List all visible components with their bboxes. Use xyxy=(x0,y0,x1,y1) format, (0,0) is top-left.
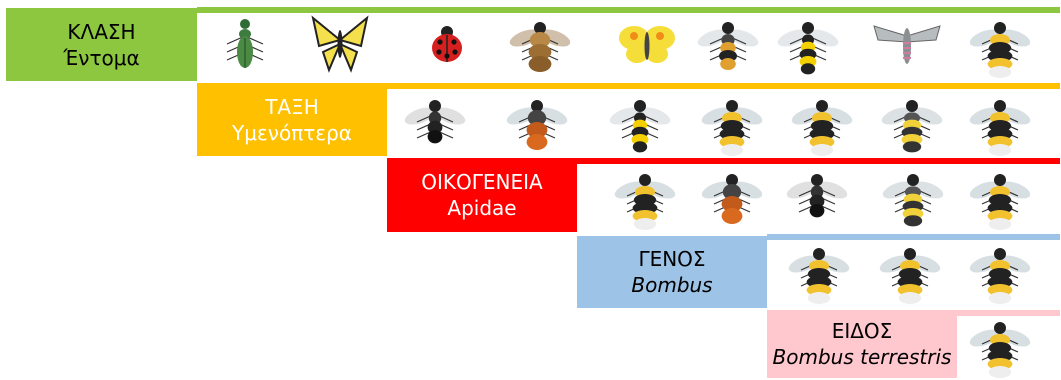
bumblebee-icon xyxy=(610,162,680,232)
level-family-label: ΟΙΚΟΓΕΝΕΙΑ Apidae xyxy=(387,158,577,232)
black-bee-icon xyxy=(782,162,852,232)
bumblebee-icon xyxy=(965,236,1035,306)
taxon-name: Apidae xyxy=(447,195,516,221)
rank-name: ΓΕΝΟΣ xyxy=(638,246,705,272)
taxon-name: Bombus xyxy=(631,272,712,298)
red-tailed-bee-icon xyxy=(697,162,767,232)
rank-name: ΕΙΔΟΣ xyxy=(832,318,893,344)
wasp-icon xyxy=(773,10,843,80)
bumblebee-icon xyxy=(697,88,767,158)
bumblebee-icon xyxy=(787,88,857,158)
rank-name: ΚΛΑΣΗ xyxy=(67,19,135,45)
bumblebee-icon xyxy=(965,310,1035,380)
bumblebee-icon xyxy=(965,88,1035,158)
level-species-label: ΕΙΔΟΣ Bombus terrestris xyxy=(767,310,957,378)
level-genus-label: ΓΕΝΟΣ Bombus xyxy=(577,236,767,308)
bumblebee-icon xyxy=(875,236,945,306)
rank-name: ΤΑΞΗ xyxy=(265,94,319,120)
bumblebee-icon xyxy=(965,10,1035,80)
bee-fly-icon xyxy=(505,10,575,80)
wool-carder-bee-icon xyxy=(878,162,948,232)
ladybug-icon xyxy=(412,10,482,80)
swallowtail-butterfly-icon xyxy=(305,10,375,80)
rank-name: ΟΙΚΟΓΕΝΕΙΑ xyxy=(421,169,542,195)
yellow-butterfly-icon xyxy=(612,10,682,80)
level-order-label: ΤΑΞΗ Υμενόπτερα xyxy=(197,83,387,156)
hoverfly-icon xyxy=(693,10,763,80)
wasp-icon xyxy=(605,88,675,158)
level-class-label: ΚΛΑΣΗ Έντομα xyxy=(6,8,197,81)
beetle-icon xyxy=(210,10,280,80)
taxon-name: Έντομα xyxy=(63,45,139,71)
taxon-name: Bombus terrestris xyxy=(773,344,952,370)
bumblebee-icon xyxy=(965,162,1035,232)
moth-icon xyxy=(872,10,942,80)
taxon-name: Υμενόπτερα xyxy=(232,120,352,146)
red-tailed-bee-icon xyxy=(502,88,572,158)
bumblebee-icon xyxy=(784,236,854,306)
wool-carder-bee-icon xyxy=(877,88,947,158)
black-bee-icon xyxy=(400,88,470,158)
